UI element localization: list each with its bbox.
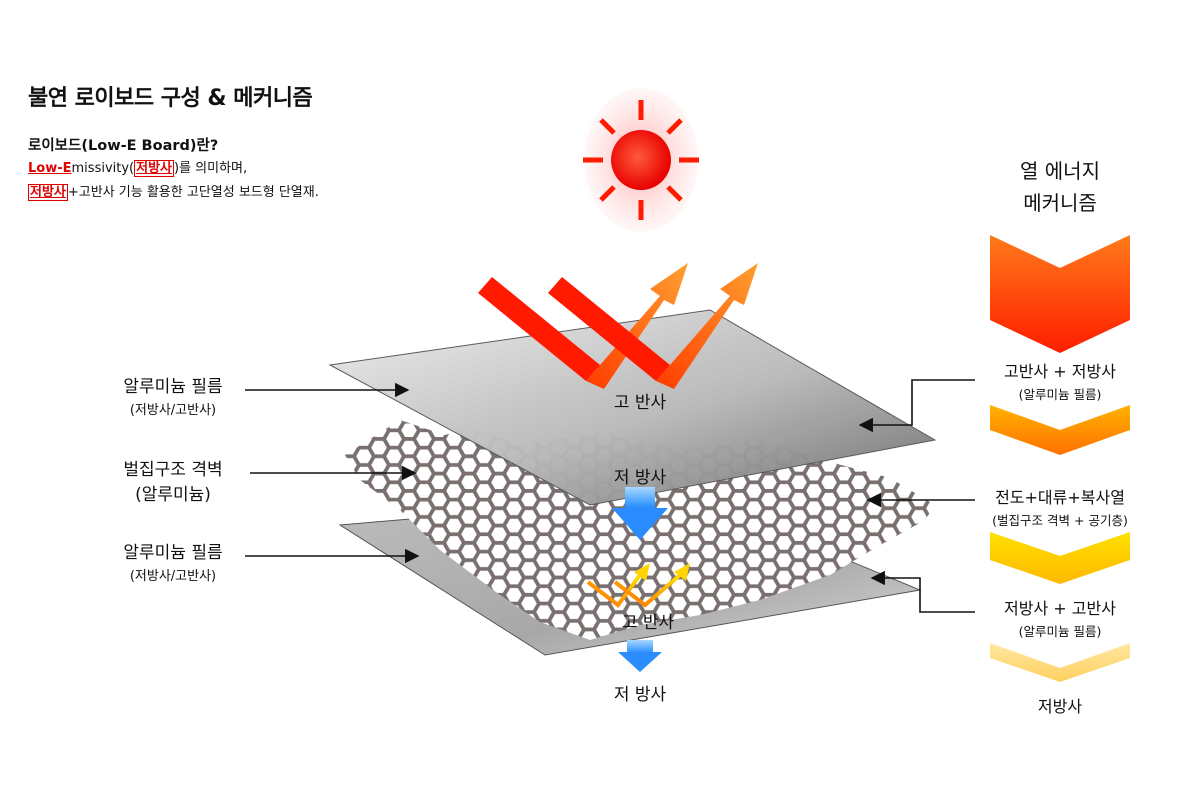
left-label-top-film: 알루미늄 필름 (저방사/고반사) [98, 372, 248, 418]
chevron-step-1 [990, 235, 1130, 353]
step-main: 전도+대류+복사열 [995, 488, 1125, 507]
step-sub: (알루미늄 필름) [1018, 624, 1102, 639]
mechanism-chevrons [990, 235, 1130, 682]
final-label: 저방사 [1037, 697, 1083, 716]
description-line-1: Low-Emissivity(저방사)를 의미하며, [28, 157, 248, 177]
description-line-2: 저방사+고반사 기능 활용한 고단열성 보드형 단열재. [28, 181, 319, 201]
small-reflection-arrow-icon [586, 563, 690, 608]
step-sub: (벌집구조 격벽 + 공기층) [992, 513, 1128, 528]
left-leader-lines [245, 382, 420, 564]
mechanism-final: 저방사 [1000, 693, 1120, 717]
step-main: 저방사 + 고반사 [1004, 599, 1116, 618]
chevron-step-3 [990, 532, 1130, 584]
low-emission-boxed: 저방사 [134, 160, 175, 177]
label-bottom-emit: 저 방사 [613, 685, 667, 705]
mechanism-title-line-2: 메커니즘 [1023, 191, 1097, 215]
left-label-main: 알루미늄 필름 [123, 377, 223, 397]
chevron-step-2 [990, 405, 1130, 455]
mechanism-step-2: 전도+대류+복사열 (벌집구조 격벽 + 공기층) [955, 484, 1165, 529]
page-title: 불연 로이보드 구성 & 메커니즘 [28, 86, 313, 111]
left-label-sub: (알루미늄) [135, 485, 211, 505]
mechanism-step-3: 저방사 + 고반사 (알루미늄 필름) [960, 595, 1160, 640]
label-top-reflect: 고 반사 [613, 393, 667, 413]
low-emission-boxed-2: 저방사 [28, 184, 68, 201]
left-label-main: 벌집구조 격벽 [123, 460, 223, 480]
label-upper-emit: 저 방사 [613, 468, 667, 488]
left-label-main: 알루미늄 필름 [123, 543, 223, 563]
down-arrow-icon-bottom [618, 640, 662, 672]
left-label-sub: (저방사/고반사) [129, 403, 217, 418]
left-label-honeycomb: 벌집구조 격벽 (알루미늄) [98, 455, 248, 505]
missivity-text: missivity( [71, 161, 135, 176]
chevron-step-4 [990, 643, 1130, 682]
reflection-arrow-icon [478, 263, 758, 389]
low-e-emphasis: Low-E [28, 161, 72, 176]
line2-suffix: +고반사 기능 활용한 고단열성 보드형 단열재. [67, 185, 319, 200]
step-sub: (알루미늄 필름) [1018, 387, 1102, 402]
left-label-sub: (저방사/고반사) [129, 569, 217, 584]
sun-icon [583, 88, 699, 232]
mechanism-title: 열 에너지 메커니즘 [985, 155, 1135, 219]
subtitle: 로이보드(Low-E Board)란? [28, 138, 219, 154]
step-main: 고반사 + 저방사 [1004, 362, 1116, 381]
label-lower-reflect: 고 반사 [621, 613, 675, 633]
mechanism-step-1: 고반사 + 저방사 (알루미늄 필름) [960, 358, 1160, 403]
line1-suffix: )를 의미하며, [174, 161, 248, 176]
left-label-bottom-film: 알루미늄 필름 (저방사/고반사) [98, 538, 248, 584]
top-aluminum-film [328, 309, 937, 506]
mechanism-title-line-1: 열 에너지 [1020, 159, 1100, 183]
right-leader-lines [858, 379, 975, 613]
down-arrow-icon [612, 487, 668, 540]
